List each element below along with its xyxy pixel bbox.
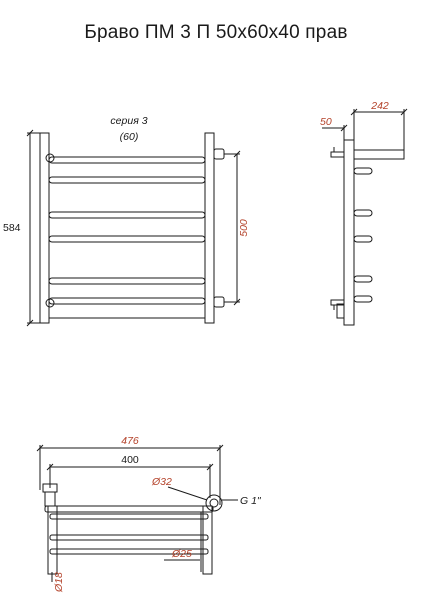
bracket-bottom-left [45, 298, 55, 308]
top-right-frame [202, 505, 213, 575]
bracket-top-left [45, 153, 55, 163]
product-title: Браво ПМ 3 П 50х60х40 прав [84, 22, 348, 43]
dim-height-axis: 500 [238, 219, 250, 237]
series-label: серия 3 [110, 115, 147, 127]
dim-height-overall: 584 [3, 222, 21, 234]
dim-depth-offset: 50 [320, 116, 332, 128]
side-top-bar [353, 149, 405, 160]
series-sub: (60) [120, 131, 139, 143]
dim-pipe-diameter: Ø32 [151, 476, 172, 488]
connector-bottom [213, 296, 225, 308]
side-rung-stubs [353, 167, 373, 303]
dim-inner-diameter: Ø18 [53, 572, 65, 593]
dim-thread: G 1" [240, 495, 262, 507]
top-front-bar [44, 505, 214, 513]
top-right-pipe [205, 494, 223, 512]
connector-top [213, 148, 225, 160]
dim-depth-total: 242 [370, 100, 389, 112]
front-right-pipe [204, 132, 215, 324]
top-view [36, 444, 238, 582]
side-pipe [343, 139, 355, 326]
dim-width-axis: 400 [121, 454, 139, 466]
front-rungs [48, 156, 206, 305]
front-left-pipe [39, 132, 50, 324]
front-view [26, 129, 241, 327]
side-view [322, 108, 408, 326]
dim-width-overall: 476 [121, 435, 139, 447]
dim-rung-diameter: Ø25 [171, 548, 192, 560]
